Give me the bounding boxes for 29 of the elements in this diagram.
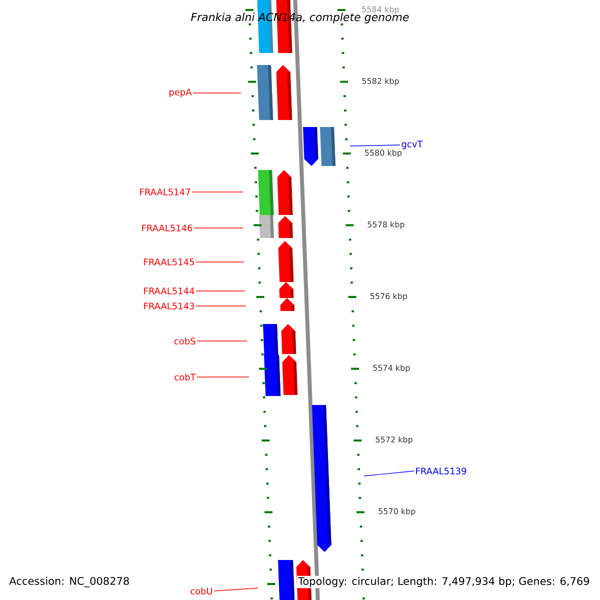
leader-line: [196, 290, 246, 292]
title: Frankia alni ACN14a, complete genome: [191, 12, 409, 24]
gene-label: FRAAL5143: [144, 302, 194, 310]
gene-label: FRAAL5147: [140, 188, 190, 196]
scale-label: 5578 kbp: [368, 221, 404, 229]
leader-line: [192, 92, 242, 94]
scale-label: 5576 kbp: [370, 292, 408, 301]
scale-label: 5580 kbp: [364, 150, 402, 158]
scale-label: 5582 kbp: [362, 78, 399, 86]
scale-label: 5570 kbp: [378, 508, 416, 516]
leader-line: [196, 340, 248, 342]
leader-line: [350, 144, 400, 146]
gene-label: FRAAL5145: [144, 258, 194, 266]
leader-line: [196, 376, 250, 378]
gene-label: FRAAL5139: [416, 468, 466, 474]
scale-label: 5572 kbp: [376, 436, 412, 444]
leader-line: [364, 470, 414, 476]
genome-info-text: Topology: circular; Length: 7,497,934 bp; Genes: 6,769: [297, 576, 591, 588]
gene-label: gcvT: [402, 140, 423, 150]
accession-text: Accession: NC_008278: [8, 576, 131, 588]
gene-label: FRAAL5146: [142, 224, 192, 232]
leader-line: [214, 588, 258, 592]
gene-label: cobU: [190, 588, 212, 594]
gene-label: cobS: [174, 338, 196, 344]
scale-label: 5574 kbp: [373, 364, 410, 372]
scale-label: 5584 kbp: [362, 6, 399, 14]
gene-label: FRAAL5144: [144, 288, 194, 294]
gene-label: cobT: [174, 374, 196, 380]
gene-label: pepA: [170, 88, 192, 98]
